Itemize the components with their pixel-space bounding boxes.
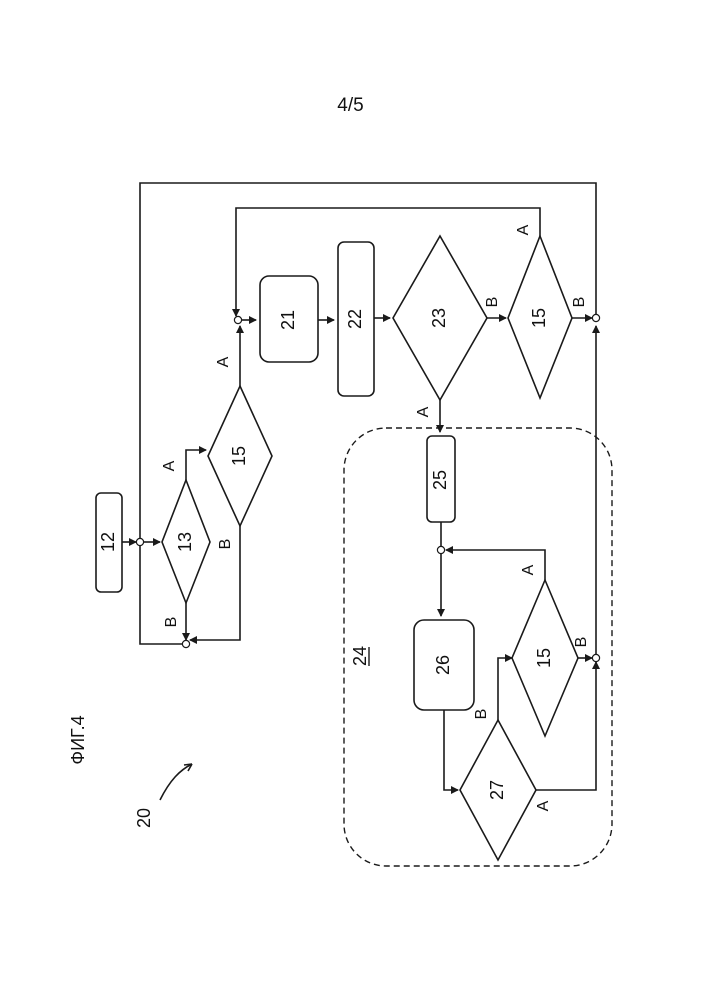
block-12-label: 12 [98, 532, 118, 552]
figure-label: ФИГ.4 [68, 715, 88, 764]
branch-15-second-a-label: A [515, 224, 532, 235]
subsystem-24-label: 24 [350, 646, 370, 666]
decision-27-label: 27 [487, 780, 507, 800]
branch-15-first-b-label: B [217, 539, 234, 550]
junction-6 [592, 654, 599, 661]
branch-15-third-a-label: A [520, 564, 537, 575]
decision-23-label: 23 [429, 308, 449, 328]
junction-4 [592, 314, 599, 321]
branch-13-b-label: B [163, 617, 180, 628]
branch-27-a-label: A [535, 800, 552, 811]
decision-15-first-label: 15 [229, 446, 249, 466]
junction-5 [437, 546, 444, 553]
branch-15-third-b-label: B [573, 637, 590, 648]
reference-leader-curve [160, 764, 192, 800]
branch-15-first-a-label: A [215, 356, 232, 367]
figure-reference-number: 20 [134, 808, 154, 828]
branch-13-a-line [186, 450, 206, 480]
junction-2 [182, 640, 189, 647]
block-25-label: 25 [430, 470, 450, 490]
branch-15-second-b-label: B [571, 297, 588, 308]
connector-26-to-27 [444, 710, 458, 790]
branch-27-b-label: B [473, 709, 490, 720]
junction-3 [234, 316, 241, 323]
block-21-label: 21 [278, 310, 298, 330]
decision-15-second-label: 15 [529, 308, 549, 328]
branch-23-a-label: A [415, 406, 432, 417]
branch-13-a-label: A [161, 460, 178, 471]
block-22-label: 22 [345, 309, 365, 329]
decision-13-label: 13 [175, 532, 195, 552]
branch-27-b-line [498, 658, 512, 720]
branch-23-b-label: B [484, 297, 501, 308]
decision-15-third-label: 15 [534, 648, 554, 668]
junction-1 [136, 538, 143, 545]
block-26-label: 26 [433, 655, 453, 675]
